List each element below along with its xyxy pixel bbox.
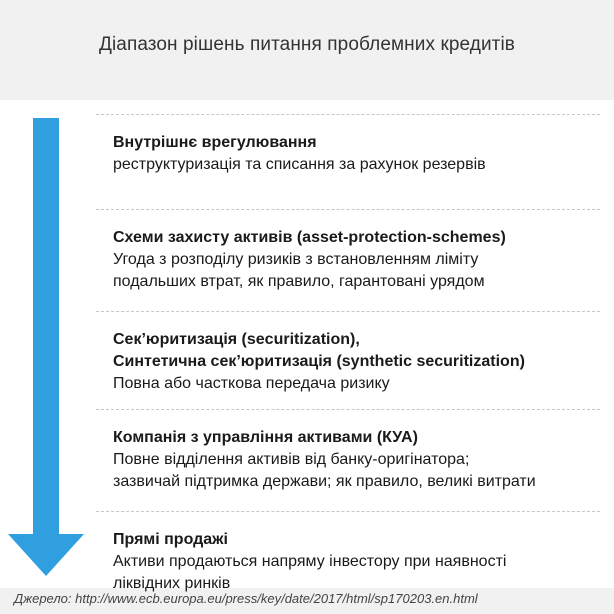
list-item-amc: Компанія з управління активами (КУА) Пов… bbox=[96, 409, 600, 511]
item-description: Активи продаються напряму інвестору при … bbox=[113, 553, 507, 592]
list-item-internal-workout: Внутрішнє врегулювання реструктуризація … bbox=[96, 114, 600, 209]
source-note: Джерело: http://www.ecb.europa.eu/press/… bbox=[14, 591, 478, 606]
item-description: Угода з розподілу ризиків з встановлення… bbox=[113, 251, 485, 290]
arrow-head bbox=[8, 534, 84, 576]
content-panel bbox=[0, 100, 614, 588]
list-item-direct-sales: Прямі продажі Активи продаються напряму … bbox=[96, 511, 600, 592]
item-title: Прямі продажі bbox=[113, 531, 228, 548]
item-description: Повна або часткова передача ризику bbox=[113, 375, 390, 392]
list-item-asset-protection: Схеми захисту активів (asset-protection-… bbox=[96, 209, 600, 311]
item-title: Секʼюритизація (securitization), Синтети… bbox=[113, 331, 525, 370]
item-title: Внутрішнє врегулювання bbox=[113, 134, 317, 151]
item-description: реструктуризація та списання за рахунок … bbox=[113, 156, 486, 173]
item-title: Схеми захисту активів (asset-protection-… bbox=[113, 229, 506, 246]
arrow-shaft bbox=[33, 118, 59, 536]
down-arrow-icon bbox=[8, 118, 84, 576]
diagram-title: Діапазон рішень питання проблемних креди… bbox=[98, 34, 515, 55]
item-description: Повне відділення активів від банку-оригі… bbox=[113, 451, 536, 490]
list-item-securitization: Секʼюритизація (securitization), Синтети… bbox=[96, 311, 600, 409]
approach-list: Внутрішнє врегулювання реструктуризація … bbox=[96, 114, 600, 592]
item-title: Компанія з управління активами (КУА) bbox=[113, 429, 418, 446]
